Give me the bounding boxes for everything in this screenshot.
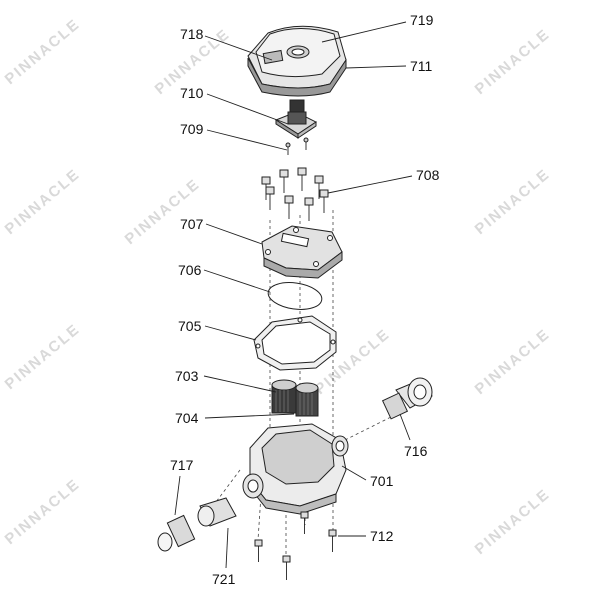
label-719: 719 xyxy=(410,12,434,28)
gear-pair-part xyxy=(271,379,319,417)
watermark-7: PINNACLE xyxy=(2,320,84,393)
label-721: 721 xyxy=(212,571,236,587)
label-717: 717 xyxy=(170,457,194,473)
watermark-5: PINNACLE xyxy=(122,175,204,248)
watermark-6: PINNACLE xyxy=(472,165,554,238)
right-fitting-part xyxy=(381,377,433,420)
watermark-3: PINNACLE xyxy=(472,25,554,98)
label-711: 711 xyxy=(410,58,433,74)
o-ring-part xyxy=(267,282,323,310)
label-712: 712 xyxy=(370,528,394,544)
label-705: 705 xyxy=(178,318,202,334)
watermark-4: PINNACLE xyxy=(2,165,84,238)
part-number-labels: 718 719 711 710 709 708 707 706 705 703 … xyxy=(170,12,440,587)
label-703: 703 xyxy=(175,368,199,384)
label-718: 718 xyxy=(180,26,204,42)
base-bolts-part xyxy=(254,511,337,580)
watermark-10: PINNACLE xyxy=(2,475,84,548)
label-708: 708 xyxy=(416,167,440,183)
label-716: 716 xyxy=(404,443,428,459)
watermark-9: PINNACLE xyxy=(472,325,554,398)
meter-body-part xyxy=(242,423,349,515)
leader-lines xyxy=(174,21,413,569)
cover-bolts-part xyxy=(261,167,329,221)
top-cover-part xyxy=(247,25,347,97)
watermark-11: PINNACLE xyxy=(472,485,554,558)
gasket-part xyxy=(253,315,337,371)
label-707: 707 xyxy=(180,216,204,232)
label-710: 710 xyxy=(180,85,204,101)
cover-plate-part xyxy=(261,225,343,279)
label-706: 706 xyxy=(178,262,202,278)
label-709: 709 xyxy=(180,121,204,137)
left-fitting-part xyxy=(157,497,237,552)
label-704: 704 xyxy=(175,410,199,426)
sensor-part xyxy=(274,99,317,139)
small-screws-part xyxy=(285,137,309,155)
label-701: 701 xyxy=(370,473,394,489)
watermark-1: PINNACLE xyxy=(2,15,84,88)
